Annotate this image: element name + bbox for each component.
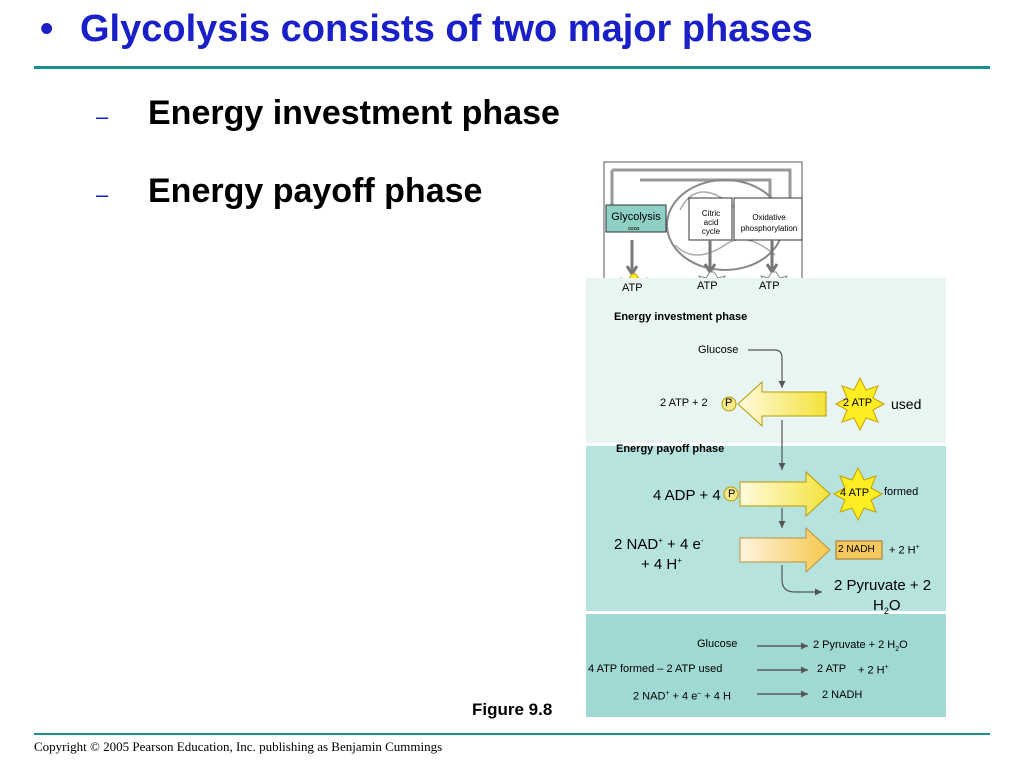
investment-input: 2 ATP + 2 — [660, 397, 708, 409]
net-panel — [586, 614, 946, 717]
phosphate-circle-payoff — [723, 486, 739, 502]
payoff-panel — [586, 446, 946, 611]
payoff-h-plus: + 2 H+ — [889, 544, 920, 557]
copyright-notice: Copyright © 2005 Pearson Education, Inc.… — [34, 739, 443, 754]
payoff-p: P — [728, 488, 736, 500]
payoff-nad-line1: 2 NAD+ + 4 e- — [614, 536, 704, 553]
payoff-adp: 4 ADP + 4 — [653, 487, 721, 504]
net-nadh-output: 2 NADH — [822, 689, 863, 701]
net-pyruvate: 2 Pyruvate + 2 H2O — [813, 639, 908, 654]
net-atp-input: 4 ATP formed – 2 ATP used — [588, 663, 723, 675]
payoff-nadh: 2 NADH — [838, 544, 875, 555]
payoff-formed: formed — [884, 486, 919, 498]
net-glucose: Glucose — [697, 638, 738, 650]
bullet-energy-payoff: Energy payoff phase — [148, 172, 483, 210]
atp-burst-formed — [832, 466, 884, 522]
atp-label-citric: ATP — [697, 280, 718, 292]
payoff-heading: Energy payoff phase — [616, 443, 725, 455]
investment-arrow — [737, 380, 827, 428]
glycolysis-box — [605, 204, 667, 233]
payoff-pyruvate-line1: 2 Pyruvate + 2 — [834, 577, 932, 594]
payoff-nad-line2: + 4 H+ — [641, 556, 682, 573]
net-nad-input: 2 NAD+ + 4 e– + 4 H — [633, 690, 731, 703]
bullet-energy-investment: Energy investment phase — [148, 94, 560, 132]
atp-label-glycolysis: ATP — [622, 282, 643, 294]
investment-p: P — [725, 397, 733, 409]
atp-burst-used — [834, 376, 886, 432]
phosphate-circle-investment — [721, 396, 737, 412]
net-h-output: + 2 H+ — [858, 664, 889, 677]
investment-atp-output: 2 ATP — [843, 397, 873, 409]
payoff-nad-arrow — [739, 526, 831, 574]
investment-glucose: Glucose — [698, 344, 739, 356]
glycolysis-chain-icon: ∞∞ — [628, 224, 640, 233]
figure-label: Figure 9.8 — [472, 700, 553, 719]
investment-panel — [586, 278, 946, 443]
payoff-atp-arrow — [739, 470, 831, 518]
investment-heading: Energy investment phase — [614, 311, 748, 323]
oxidative-phosphorylation-box — [733, 197, 803, 241]
payoff-pyruvate-line2: H2O — [873, 597, 901, 616]
overview-pathway-lines — [610, 168, 792, 208]
investment-used: used — [891, 396, 922, 412]
title-text: Glycolysis consists of two major phases — [80, 8, 813, 50]
title-bullet: • — [40, 8, 54, 50]
payoff-atp-out: 4 ATP — [840, 487, 870, 499]
glycolysis-label: Glycolysis — [611, 211, 661, 223]
slide-title: • Glycolysis consists of two major phases — [40, 8, 813, 51]
atp-label-oxidative: ATP — [759, 280, 780, 292]
nadh-box — [835, 540, 883, 560]
bullet-dash-1: – — [96, 104, 109, 129]
title-divider — [34, 66, 990, 69]
bullet-dash-2: – — [96, 182, 109, 207]
footer-divider — [34, 733, 990, 735]
net-atp-output: 2 ATP — [817, 663, 847, 675]
